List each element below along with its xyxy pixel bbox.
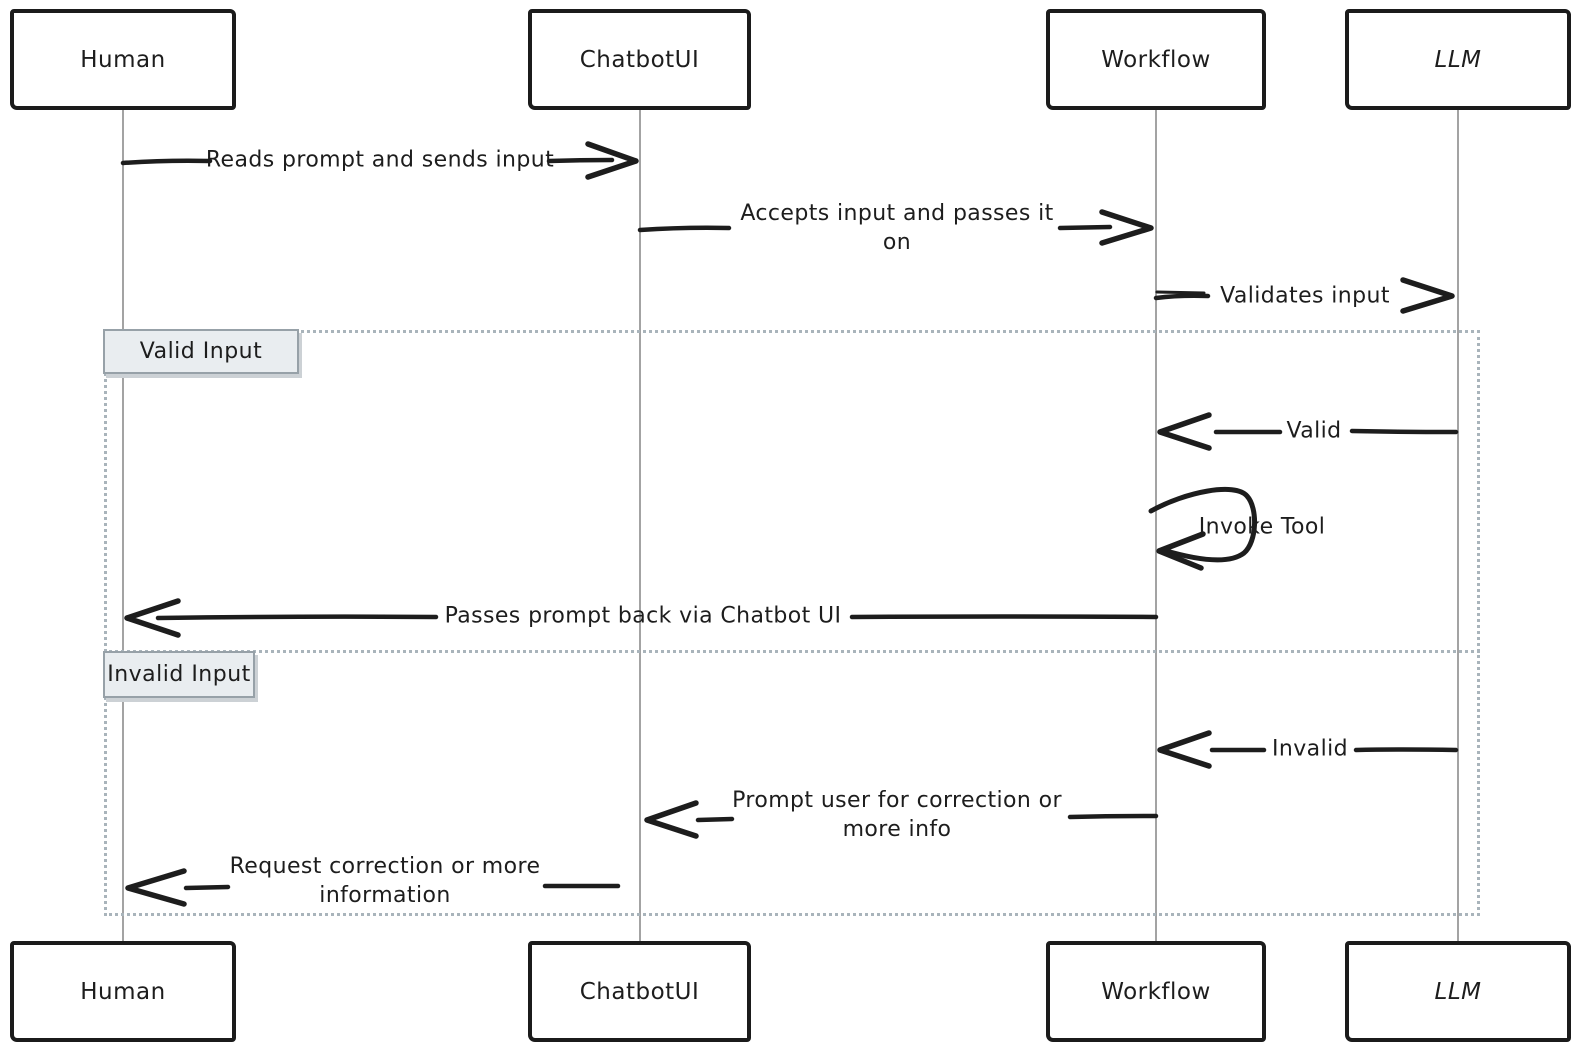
arrow-reads-prompt bbox=[120, 141, 639, 180]
arrow-validates-input bbox=[1153, 277, 1455, 314]
actor-box-human-top: Human bbox=[10, 9, 236, 110]
arrow-invoke-tool-loop bbox=[1148, 487, 1258, 571]
actor-label: Human bbox=[80, 978, 166, 1005]
actor-label: Human bbox=[80, 46, 166, 73]
lifeline-workflow bbox=[1155, 110, 1157, 941]
actor-label: LLM bbox=[1434, 978, 1482, 1005]
lifeline-human bbox=[122, 110, 124, 941]
actor-box-human-bottom: Human bbox=[10, 941, 236, 1042]
alt-section-label-text: Valid Input bbox=[139, 339, 263, 364]
alt-frame-divider bbox=[104, 650, 1480, 653]
arrow-invalid bbox=[1157, 730, 1459, 769]
message-text: Passes prompt back via Chatbot UI bbox=[444, 603, 842, 629]
message-text: Reads prompt and sends input bbox=[205, 147, 555, 173]
message-label-reads-prompt: Reads prompt and sends input bbox=[206, 146, 554, 175]
message-label-invoke-tool: Invoke Tool bbox=[1199, 513, 1326, 542]
actor-box-llm-bottom: LLM bbox=[1345, 941, 1571, 1042]
actor-box-chatbotui-top: ChatbotUI bbox=[528, 9, 751, 110]
message-label-validates-input: Validates input bbox=[1220, 282, 1390, 311]
message-text: Accepts input and passes it bbox=[740, 201, 1054, 226]
lifeline-llm bbox=[1457, 110, 1459, 941]
message-text: information bbox=[319, 883, 451, 908]
alt-section-label-invalid-input: Invalid Input bbox=[103, 651, 255, 698]
message-label-passes-prompt-back: Passes prompt back via Chatbot UI bbox=[445, 602, 842, 631]
arrow-valid bbox=[1157, 412, 1459, 451]
message-label-valid: Valid bbox=[1286, 417, 1341, 446]
arrow-passes-prompt-back bbox=[124, 598, 1159, 638]
arrow-accepts-input bbox=[637, 209, 1154, 246]
message-text: Request correction or more bbox=[229, 854, 541, 879]
message-text: on bbox=[882, 230, 912, 255]
message-text: more info bbox=[842, 817, 952, 842]
alt-frame bbox=[104, 330, 1480, 916]
message-text: Valid bbox=[1286, 418, 1342, 444]
actor-box-chatbotui-bottom: ChatbotUI bbox=[528, 941, 751, 1042]
message-text: Validates input bbox=[1220, 283, 1390, 309]
arrow-prompt-user-correction bbox=[644, 800, 1159, 839]
arrow-request-correction bbox=[125, 868, 621, 907]
message-label-invalid: Invalid bbox=[1272, 735, 1348, 764]
message-text: Prompt user for correction or bbox=[732, 788, 1062, 813]
actor-box-llm-top: LLM bbox=[1345, 9, 1571, 110]
alt-section-label-valid-input: Valid Input bbox=[103, 329, 299, 374]
message-label-request-correction: Request correction or more information bbox=[230, 852, 541, 910]
actor-label: ChatbotUI bbox=[579, 46, 700, 73]
message-text: Invalid bbox=[1272, 736, 1348, 762]
actor-label: LLM bbox=[1434, 46, 1482, 73]
actor-box-workflow-top: Workflow bbox=[1046, 9, 1266, 110]
actor-label: Workflow bbox=[1101, 46, 1211, 73]
lifeline-chatbotui bbox=[639, 110, 641, 941]
message-text: Invoke Tool bbox=[1198, 514, 1326, 540]
actor-label: Workflow bbox=[1101, 978, 1211, 1005]
actor-label: ChatbotUI bbox=[579, 978, 700, 1005]
alt-section-label-text: Invalid Input bbox=[107, 662, 251, 687]
message-label-prompt-user-correction: Prompt user for correction or more info bbox=[732, 786, 1062, 844]
actor-box-workflow-bottom: Workflow bbox=[1046, 941, 1266, 1042]
message-label-accepts-input: Accepts input and passes it on bbox=[740, 199, 1053, 257]
